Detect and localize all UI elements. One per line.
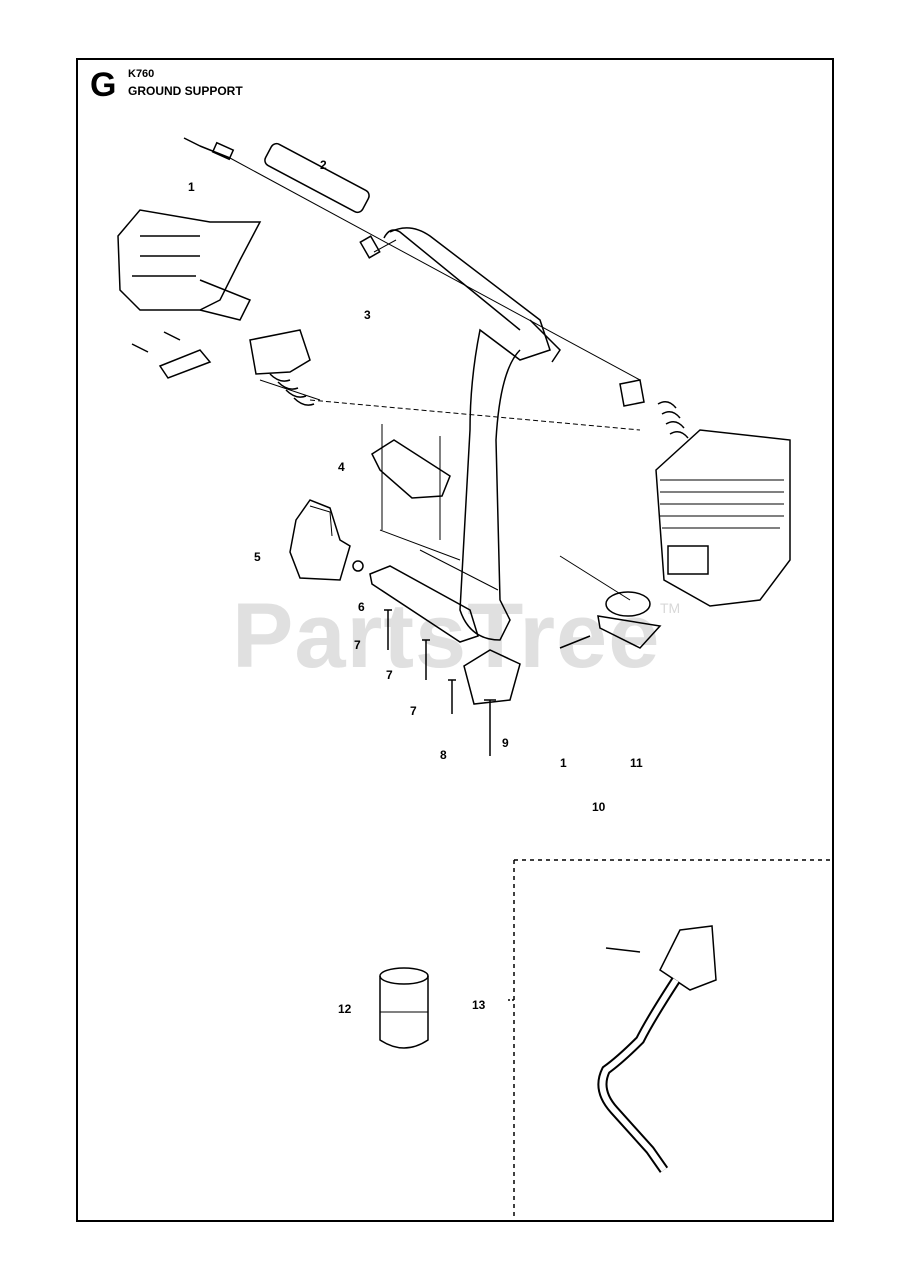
callout-1: 1 [188, 180, 195, 194]
callout-13: 13 [472, 998, 486, 1012]
watermark-trademark: TM [660, 600, 681, 616]
small-bolts [131, 331, 181, 353]
callout-7c: 7 [410, 704, 417, 718]
valve-screw [605, 947, 641, 953]
coupling-top [379, 967, 429, 985]
callout-7a: 7 [354, 638, 361, 652]
block-5 [289, 499, 351, 581]
housing-1 [117, 209, 262, 311]
callout-6: 6 [358, 600, 365, 614]
coupling-12 [379, 976, 429, 1049]
callout-4: 4 [338, 460, 345, 474]
callout-11: 11 [630, 756, 643, 770]
callout-9: 9 [502, 736, 509, 750]
callout-10: 10 [592, 800, 606, 814]
cap-plate-10 [597, 615, 662, 649]
callout-8: 8 [440, 748, 447, 762]
callout-12: 12 [338, 1002, 352, 1016]
callout-2: 2 [320, 158, 327, 172]
cylinder [655, 429, 791, 607]
mount-bracket [249, 329, 311, 375]
washer-top [211, 141, 235, 161]
handle-bar [389, 227, 551, 641]
washer-6 [352, 560, 364, 572]
callout-7b: 7 [386, 668, 393, 682]
bolt-top [183, 137, 231, 159]
inset-border [513, 859, 834, 1222]
spring-left [269, 373, 315, 406]
callout-3: 3 [364, 308, 371, 322]
cap-11 [605, 591, 651, 617]
screw-10 [559, 635, 591, 649]
screw-7b [422, 639, 430, 680]
cylinder-port [667, 545, 709, 575]
bracket-4 [371, 439, 451, 499]
foot-9 [463, 649, 521, 705]
spring-right [657, 401, 689, 439]
model-number: K760 [128, 68, 155, 80]
callout-5: 5 [254, 550, 261, 564]
bolt-3 [359, 235, 381, 259]
section-letter: G [90, 66, 117, 104]
screw-7a [384, 609, 392, 650]
bolt-8 [484, 699, 496, 756]
plate-6 [369, 565, 479, 643]
damper-rod [264, 142, 370, 214]
callout-1b: 1 [560, 756, 567, 770]
valve-13 [659, 925, 717, 991]
screw-7c [448, 679, 456, 714]
link-plate [158, 349, 212, 379]
page-title: GROUND SUPPORT [128, 84, 243, 98]
nut-right [619, 379, 645, 407]
drawing-frame [76, 58, 834, 1222]
